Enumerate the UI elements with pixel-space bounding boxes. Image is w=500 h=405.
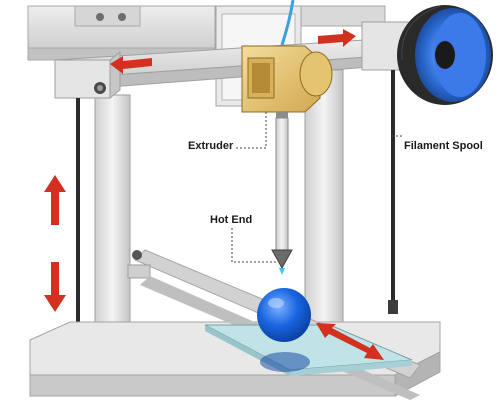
arrow-up-icon [44,175,66,225]
hot-end-label: Hot End [210,214,253,226]
filament-tube [280,0,295,46]
filament-spool [397,5,493,105]
printed-object [257,288,311,372]
filament-spool-label: Filament Spool [404,140,483,152]
arrow-diagonal-icon [316,323,384,360]
arrow-left-icon [110,56,152,74]
arrow-right-icon [318,29,356,47]
left-pillar [54,50,131,352]
arrow-down-icon [44,262,66,312]
extruder-label: Extruder [188,140,234,152]
hot-end-leader [231,228,276,263]
extruder-leader [236,112,267,149]
extruder [241,45,333,275]
